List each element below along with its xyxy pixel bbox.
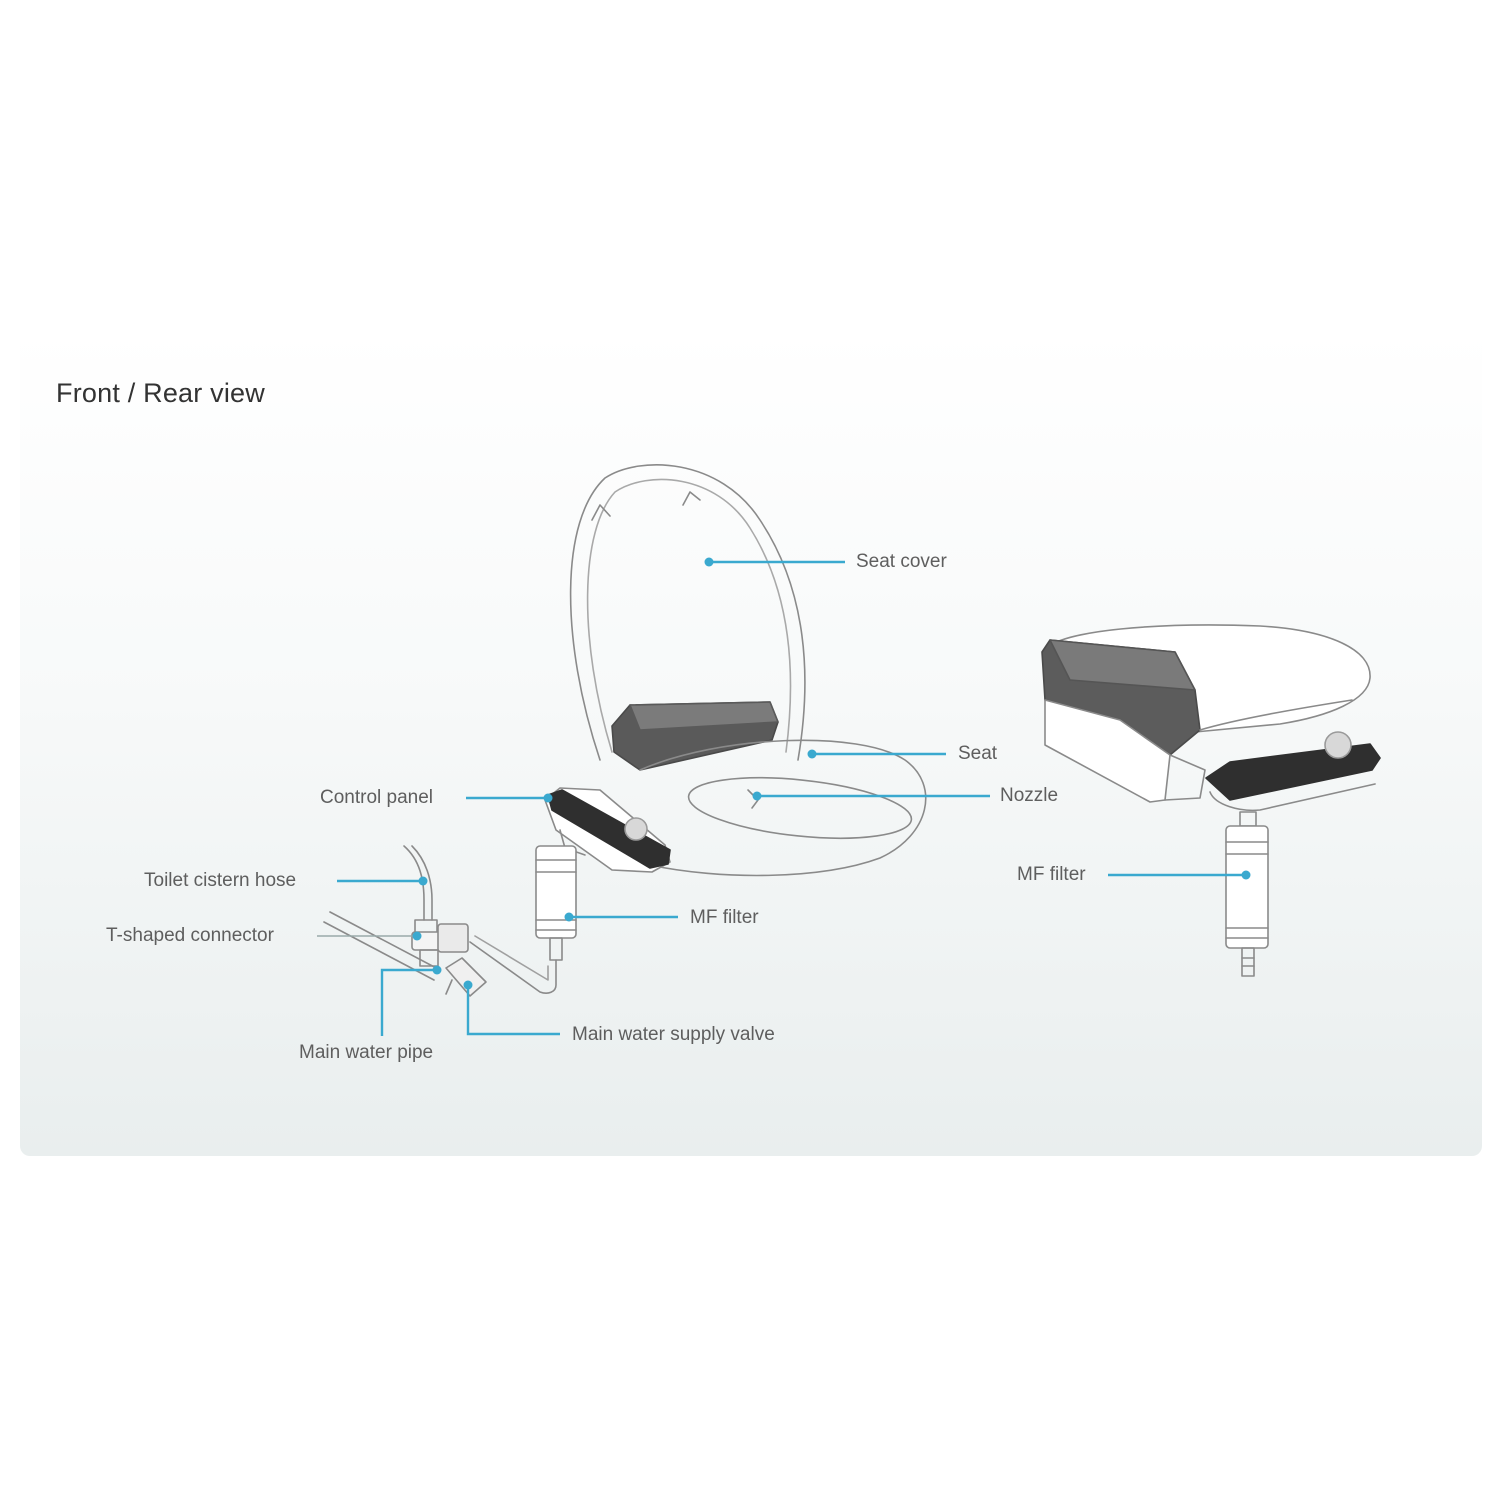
seat-opening-shape	[687, 776, 913, 840]
seat-cover-shape	[569, 464, 806, 761]
main-water-pipe-shape	[329, 911, 441, 971]
page-title: Front / Rear view	[56, 378, 265, 408]
dot-t-shaped-connector	[412, 931, 422, 941]
dot-seat	[807, 749, 817, 759]
mf-filter-rear-shape	[1225, 811, 1269, 977]
label-main-water-pipe: Main water pipe	[299, 1042, 434, 1063]
dot-main-water-supply-valve	[463, 980, 473, 990]
label-nozzle: Nozzle	[1000, 785, 1059, 806]
label-mf-filter-front: MF filter	[690, 907, 759, 928]
label-mf-filter-rear: MF filter	[1017, 864, 1086, 885]
label-seat-cover: Seat cover	[856, 551, 947, 572]
dot-mf-filter-rear	[1241, 870, 1251, 880]
leader-dots	[412, 557, 1251, 990]
leader-main-water-supply-valve	[466, 985, 560, 1036]
label-main-water-supply-valve: Main water supply valve	[572, 1024, 775, 1045]
label-toilet-cistern-hose: Toilet cistern hose	[144, 870, 297, 891]
toilet-cistern-hose-shape	[403, 845, 425, 921]
dot-seat-cover	[704, 557, 714, 567]
main-water-supply-valve-shape	[445, 957, 487, 997]
seat-ring-shape	[639, 739, 927, 877]
label-t-shaped-connector: T-shaped connector	[106, 925, 274, 946]
dot-main-water-pipe	[432, 965, 442, 975]
rear-control-panel-shape	[1205, 743, 1381, 801]
dot-control-panel	[543, 793, 553, 803]
mf-filter-front-shape	[535, 845, 577, 961]
rear-view-illustration	[1041, 624, 1381, 977]
label-control-panel: Control panel	[320, 787, 434, 808]
dot-toilet-cistern-hose	[418, 876, 428, 886]
t-shaped-connector-shape	[411, 923, 469, 967]
dot-nozzle	[752, 791, 762, 801]
label-seat: Seat	[958, 743, 998, 764]
front-view-illustration	[323, 464, 927, 997]
leader-lines	[317, 560, 1246, 1036]
leader-main-water-pipe	[380, 968, 437, 1036]
dot-mf-filter-front	[564, 912, 574, 922]
